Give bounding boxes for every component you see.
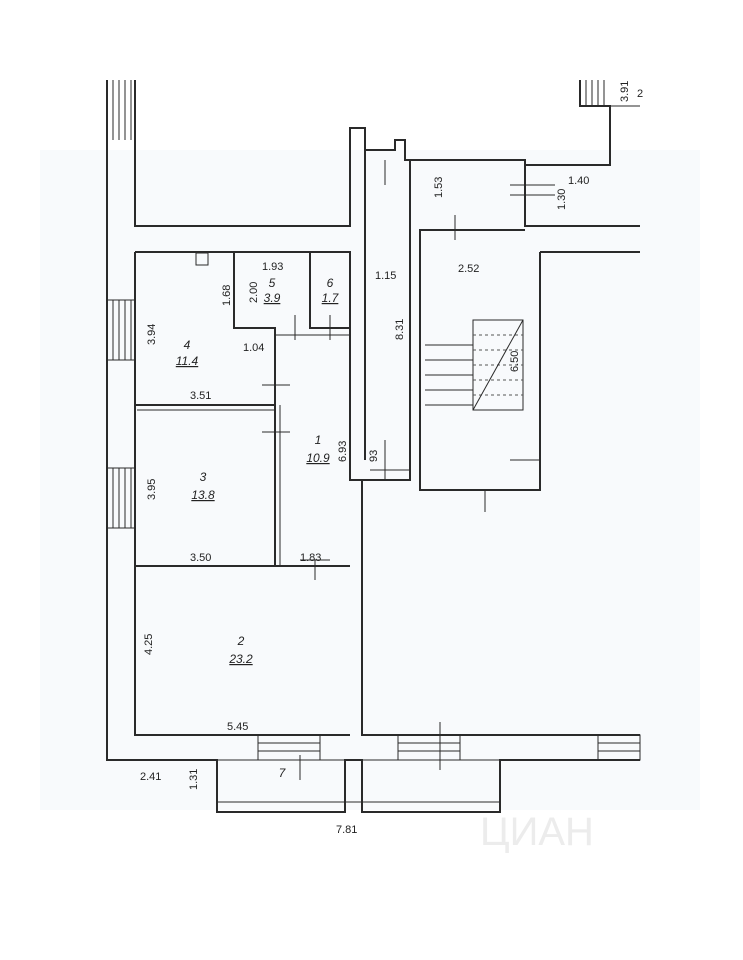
dim-4-25: 4.25 <box>143 634 155 655</box>
dim-3-94: 3.94 <box>146 324 158 345</box>
room-1-number: 1 <box>315 433 322 447</box>
dim-3-91: 3.91 <box>619 81 631 102</box>
dim-2: 2 <box>637 88 643 100</box>
dim-2-00: 2.00 <box>248 282 260 303</box>
dim-93: 93 <box>368 450 380 462</box>
dim-1-93: 1.93 <box>262 261 283 273</box>
room-3-number: 3 <box>200 470 207 484</box>
dim-1-31: 1.31 <box>188 769 200 790</box>
room-6-area: 1.7 <box>322 291 340 305</box>
room-6-number: 6 <box>327 276 334 290</box>
interior-walls <box>134 252 350 736</box>
room-2-area: 23.2 <box>228 652 253 666</box>
dim-6-50: 6.50 <box>509 351 521 372</box>
dim-1-68: 1.68 <box>221 285 233 306</box>
dim-1-04: 1.04 <box>243 342 264 354</box>
dim-1-15: 1.15 <box>375 270 396 282</box>
staircase <box>425 319 524 411</box>
window-top-right <box>585 80 605 106</box>
window-left-top <box>112 80 132 140</box>
room-5-number: 5 <box>269 276 276 290</box>
dim-1-53: 1.53 <box>433 177 445 198</box>
door-marks <box>195 160 555 780</box>
room-5-area: 3.9 <box>264 291 281 305</box>
dim-6-93: 6.93 <box>337 441 349 462</box>
dim-1-83: 1.83 <box>300 552 321 564</box>
dim-1-30: 1.30 <box>556 189 568 210</box>
watermark: ЦИАН <box>480 810 594 854</box>
room-4-number: 4 <box>184 338 191 352</box>
dim-3-50: 3.50 <box>190 552 211 564</box>
room-4-area: 11.4 <box>176 354 199 368</box>
dim-2-52: 2.52 <box>458 263 479 275</box>
room-2-number: 2 <box>237 634 245 648</box>
dim-7-81: 7.81 <box>336 824 357 836</box>
dim-2-41: 2.41 <box>140 771 161 783</box>
room-3-area: 13.8 <box>191 488 215 502</box>
dim-8-31: 8.31 <box>394 319 406 340</box>
dim-3-51: 3.51 <box>190 390 211 402</box>
dim-1-40: 1.40 <box>568 175 589 187</box>
dim-5-45: 5.45 <box>227 721 248 733</box>
room-1-area: 10.9 <box>306 451 330 465</box>
window-bottom-3 <box>597 734 641 761</box>
balcony <box>216 759 501 803</box>
dim-3-95: 3.95 <box>146 479 158 500</box>
room-7-number: 7 <box>279 766 287 780</box>
